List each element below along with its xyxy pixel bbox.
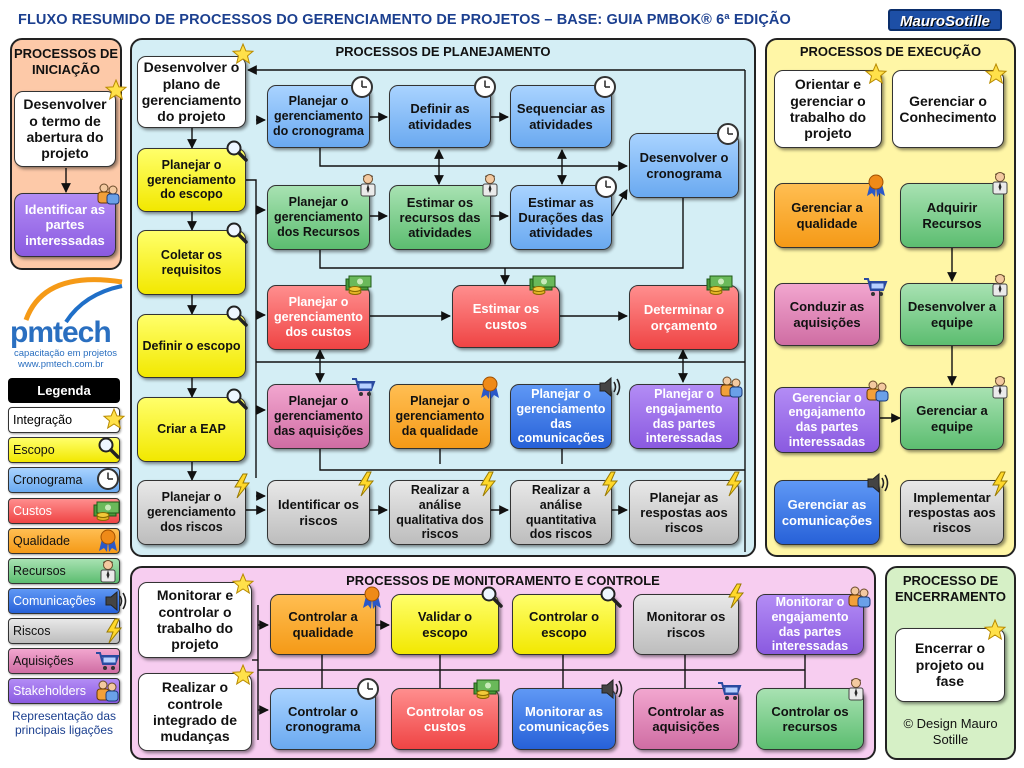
termo-abertura-box[interactable]: Desenvolver o termo de abertura do proje… xyxy=(14,91,116,167)
gerenciar-engajamento-box[interactable]: Gerenciar o engajamento das partes inter… xyxy=(774,387,880,453)
execucao-title: PROCESSOS DE EXECUÇÃO xyxy=(799,44,982,59)
conduzir-aquisicoes-box[interactable]: Conduzir as aquisições xyxy=(774,283,880,346)
validar-escopo-box[interactable]: Validar o escopo xyxy=(391,594,499,655)
controle-mudancas-box[interactable]: Realizar o controle integrado de mudança… xyxy=(138,673,252,751)
brand-logo: MauroSotille xyxy=(888,9,1002,31)
gerenciar-equipe-box[interactable]: Gerenciar a equipe xyxy=(900,387,1004,450)
gerenciar-conhecimento-box[interactable]: Gerenciar o Conhecimento xyxy=(892,70,1004,148)
legend-riscos: Riscos xyxy=(8,618,120,644)
determinar-orcamento-box[interactable]: Determinar o orçamento xyxy=(629,285,739,350)
estimar-recursos-box[interactable]: Estimar os recursos das atividades xyxy=(389,185,491,250)
legend-custos: Custos xyxy=(8,498,120,524)
logo-name: pmtech xyxy=(10,316,112,349)
adquirir-recursos-box[interactable]: Adquirir Recursos xyxy=(900,183,1004,248)
controlar-custos-box[interactable]: Controlar os custos xyxy=(391,688,499,750)
planejar-escopo-box[interactable]: Planejar o gerenciamento do escopo xyxy=(137,148,246,212)
planejar-comunicacoes-box[interactable]: Planejar o gerenciamento das comunicaçõe… xyxy=(510,384,612,449)
gerenciar-qualidade-box[interactable]: Gerenciar a qualidade xyxy=(774,183,880,248)
swoosh-icon xyxy=(23,277,123,324)
criar-eap-box[interactable]: Criar a EAP xyxy=(137,397,246,462)
implementar-respostas-box[interactable]: Implementar respostas aos riscos xyxy=(900,480,1004,545)
legend-recursos: Recursos xyxy=(8,558,120,584)
planejar-recursos-box[interactable]: Planejar o gerenciamento dos Recursos xyxy=(267,185,370,250)
iniciacao-title: PROCESSOS DE INICIAÇÃO xyxy=(13,46,119,78)
monitorar-comunicacoes-box[interactable]: Monitorar as comunicações xyxy=(512,688,616,750)
orientar-trabalho-box[interactable]: Orientar e gerenciar o trabalho do proje… xyxy=(774,70,882,148)
legend-cronograma: Cronograma xyxy=(8,467,120,493)
estimar-custos-box[interactable]: Estimar os custos xyxy=(452,285,560,348)
planejar-custos-box[interactable]: Planejar o gerenciamento dos custos xyxy=(267,285,370,350)
design-credit: © Design Mauro Sotille xyxy=(903,716,998,748)
legend-qualidade: Qualidade xyxy=(8,528,120,554)
planejar-engajamento-box[interactable]: Planejar o engajamento das partes intere… xyxy=(629,384,739,449)
planejar-qualidade-box[interactable]: Planejar o gerenciamento da qualidade xyxy=(389,384,491,449)
estimar-duracoes-box[interactable]: Estimar as Durações das atividades xyxy=(510,185,612,250)
legend-stakeholders: Stakeholders xyxy=(8,678,120,704)
analise-qualitativa-box[interactable]: Realizar a análise qualitativa dos risco… xyxy=(389,480,491,545)
pmtech-logo: pmtech capacitação em projetos www.pmtec… xyxy=(4,276,128,372)
monitoramento-title: PROCESSOS DE MONITORAMENTO E CONTROLE xyxy=(346,573,660,588)
legend-aquisicoes: Aquisições xyxy=(8,648,120,674)
analise-quantitativa-box[interactable]: Realizar a análise quantitativa dos risc… xyxy=(510,480,612,545)
desenvolver-equipe-box[interactable]: Desenvolver a equipe xyxy=(900,283,1004,346)
monitorar-riscos-box[interactable]: Monitorar os riscos xyxy=(633,594,739,655)
sequenciar-atividades-box[interactable]: Sequenciar as atividades xyxy=(510,85,612,148)
monitorar-trabalho-box[interactable]: Monitorar e controlar o trabalho do proj… xyxy=(138,582,252,658)
encerrar-projeto-box[interactable]: Encerrar o projeto ou fase xyxy=(895,628,1005,702)
controlar-cronograma-box[interactable]: Controlar o cronograma xyxy=(270,688,376,750)
encerramento-title: PROCESSO DE ENCERRAMENTO xyxy=(895,573,1006,605)
controlar-aquisicoes-box[interactable]: Controlar as aquisições xyxy=(633,688,739,750)
controlar-recursos-box[interactable]: Controlar os recursos xyxy=(756,688,864,750)
desenvolver-plano-box[interactable]: Desenvolver o plano de gerenciamento do … xyxy=(137,56,246,128)
logo-site: www.pmtech.com.br xyxy=(18,359,104,370)
monitoramento-panel xyxy=(130,566,876,760)
controlar-qualidade-box[interactable]: Controlar a qualidade xyxy=(270,594,376,655)
gerenciar-comunicacoes-box[interactable]: Gerenciar as comunicações xyxy=(774,480,880,545)
planejar-aquisicoes-box[interactable]: Planejar o gerenciamento das aquisições xyxy=(267,384,370,449)
logo-tagline: capacitação em projetos xyxy=(14,348,117,359)
planejamento-title: PROCESSOS DE PLANEJAMENTO xyxy=(335,44,551,59)
identificar-riscos-box[interactable]: Identificar os riscos xyxy=(267,480,370,545)
identificar-partes-box[interactable]: Identificar as partes interessadas xyxy=(14,193,116,257)
controlar-escopo-box[interactable]: Controlar o escopo xyxy=(512,594,616,655)
planejar-cronograma-box[interactable]: Planejar o gerenciamento do cronograma xyxy=(267,85,370,148)
legenda-note: Representação das principais ligações xyxy=(11,709,117,737)
legend-escopo: Escopo xyxy=(8,437,120,463)
desenvolver-cronograma-box[interactable]: Desenvolver o cronograma xyxy=(629,133,739,198)
page-title: FLUXO RESUMIDO DE PROCESSOS DO GERENCIAM… xyxy=(18,12,791,28)
legend-integracao: Integração xyxy=(8,407,120,433)
legenda-title: Legenda xyxy=(8,378,120,403)
coletar-requisitos-box[interactable]: Coletar os requisitos xyxy=(137,230,246,295)
definir-atividades-box[interactable]: Definir as atividades xyxy=(389,85,491,148)
planejar-riscos-box[interactable]: Planejar o gerenciamento dos riscos xyxy=(137,480,246,545)
planejar-respostas-box[interactable]: Planejar as respostas aos riscos xyxy=(629,480,739,545)
legend-comunicacoes: Comunicações xyxy=(8,588,120,614)
definir-escopo-box[interactable]: Definir o escopo xyxy=(137,314,246,378)
monitorar-engajamento-box[interactable]: Monitorar o engajamento das partes inter… xyxy=(756,594,864,655)
